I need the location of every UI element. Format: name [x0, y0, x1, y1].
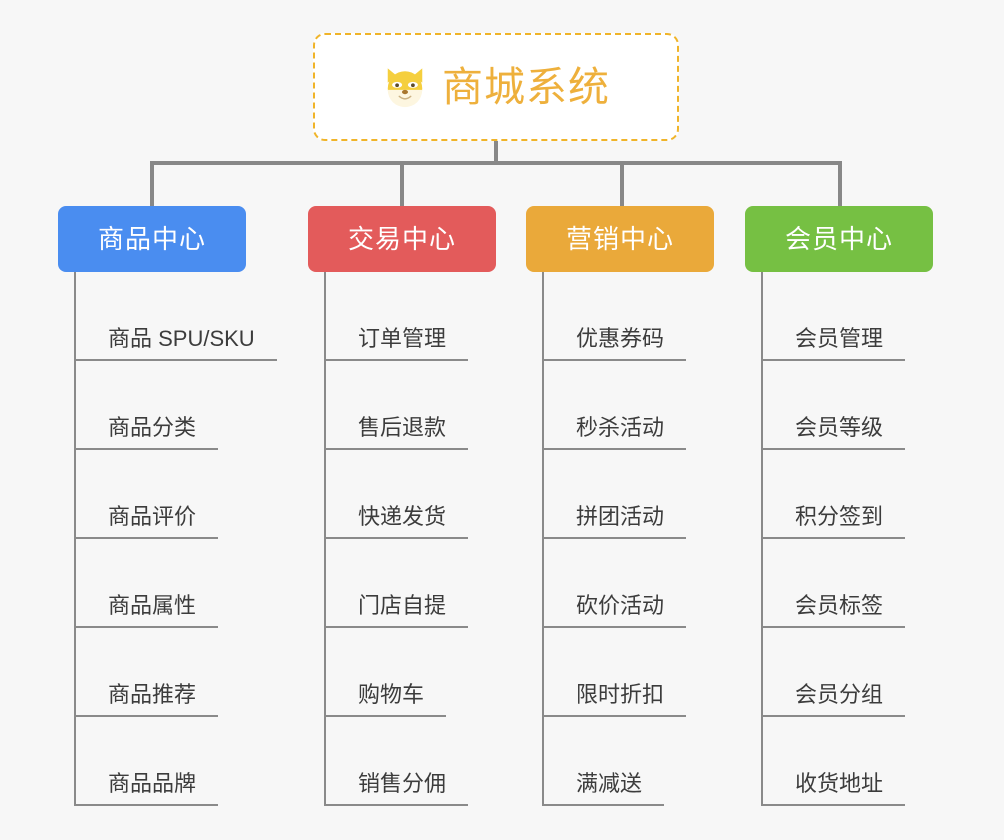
leaf-item[interactable]: 限时折扣: [544, 628, 714, 717]
connector-drop-4: [838, 161, 842, 208]
leaf-label: 商品属性: [76, 595, 219, 628]
category-label-3: 营销中心: [565, 224, 674, 254]
leaf-item[interactable]: 售后退款: [326, 361, 496, 450]
leaf-item[interactable]: 商品 SPU/SKU: [76, 272, 277, 361]
root-title: 商城系统: [442, 63, 610, 110]
leaf-item[interactable]: 砍价活动: [544, 539, 714, 628]
leaf-item[interactable]: 订单管理: [326, 272, 496, 361]
leaf-label: 商品 SPU/SKU: [76, 328, 277, 361]
leaf-list-3: 优惠券码 秒杀活动 拼团活动 砍价活动 限时折扣 满减送: [542, 272, 714, 806]
connector-root-stem: [494, 141, 498, 165]
leaf-label: 砍价活动: [544, 595, 687, 628]
leaf-item[interactable]: 商品推荐: [76, 628, 246, 717]
leaf-list-1: 商品 SPU/SKU 商品分类 商品评价 商品属性 商品推荐 商品品牌: [74, 272, 277, 806]
leaf-label: 秒杀活动: [544, 417, 687, 450]
leaf-label: 会员标签: [763, 595, 906, 628]
leaf-item[interactable]: 优惠券码: [544, 272, 714, 361]
leaf-item[interactable]: 商品分类: [76, 361, 246, 450]
leaf-label: 积分签到: [763, 506, 906, 539]
leaf-item[interactable]: 秒杀活动: [544, 361, 714, 450]
category-box-2[interactable]: 交易中心: [308, 206, 496, 272]
connector-horizontal-bus: [150, 161, 842, 165]
leaf-label: 商品分类: [76, 417, 219, 450]
leaf-label: 购物车: [326, 684, 447, 717]
leaf-list-4: 会员管理 会员等级 积分签到 会员标签 会员分组 收货地址: [761, 272, 933, 806]
leaf-item[interactable]: 商品属性: [76, 539, 246, 628]
category-column-4: 会员中心 会员管理 会员等级 积分签到 会员标签 会员分组 收货地址: [745, 206, 933, 806]
leaf-label: 拼团活动: [544, 506, 687, 539]
leaf-label: 会员分组: [763, 684, 906, 717]
leaf-item[interactable]: 收货地址: [763, 717, 933, 806]
category-label-2: 交易中心: [347, 224, 456, 254]
leaf-label: 商品推荐: [76, 684, 219, 717]
leaf-list-2: 订单管理 售后退款 快递发货 门店自提 购物车 销售分佣: [324, 272, 496, 806]
category-box-3[interactable]: 营销中心: [526, 206, 714, 272]
leaf-item[interactable]: 会员管理: [763, 272, 933, 361]
category-label-1: 商品中心: [97, 224, 206, 254]
leaf-item[interactable]: 积分签到: [763, 450, 933, 539]
leaf-item[interactable]: 会员等级: [763, 361, 933, 450]
connector-drop-1: [150, 161, 154, 208]
category-column-3: 营销中心 优惠券码 秒杀活动 拼团活动 砍价活动 限时折扣 满减送: [526, 206, 714, 806]
category-box-4[interactable]: 会员中心: [745, 206, 933, 272]
leaf-item[interactable]: 拼团活动: [544, 450, 714, 539]
leaf-label: 收货地址: [763, 773, 906, 806]
leaf-label: 订单管理: [326, 328, 469, 361]
leaf-label: 门店自提: [326, 595, 469, 628]
leaf-item[interactable]: 快递发货: [326, 450, 496, 539]
root-node[interactable]: 商城系统: [313, 33, 679, 141]
category-label-4: 会员中心: [784, 224, 893, 254]
leaf-item[interactable]: 商品品牌: [76, 717, 246, 806]
leaf-item[interactable]: 会员分组: [763, 628, 933, 717]
leaf-label: 会员管理: [763, 328, 906, 361]
leaf-item[interactable]: 会员标签: [763, 539, 933, 628]
leaf-item[interactable]: 销售分佣: [326, 717, 496, 806]
leaf-label: 销售分佣: [326, 773, 469, 806]
leaf-label: 商品评价: [76, 506, 219, 539]
category-column-1: 商品中心 商品 SPU/SKU 商品分类 商品评价 商品属性 商品推荐 商品品牌: [58, 206, 277, 806]
leaf-item[interactable]: 购物车: [326, 628, 496, 717]
leaf-label: 会员等级: [763, 417, 906, 450]
leaf-item[interactable]: 满减送: [544, 717, 714, 806]
connector-drop-3: [620, 161, 624, 208]
leaf-label: 快递发货: [326, 506, 469, 539]
leaf-label: 商品品牌: [76, 773, 219, 806]
leaf-label: 限时折扣: [544, 684, 687, 717]
leaf-item[interactable]: 门店自提: [326, 539, 496, 628]
leaf-item[interactable]: 商品评价: [76, 450, 246, 539]
shiba-dog-face-icon: [387, 68, 423, 108]
connector-drop-2: [400, 161, 404, 208]
leaf-label: 满减送: [544, 773, 665, 806]
category-box-1[interactable]: 商品中心: [58, 206, 246, 272]
category-column-2: 交易中心 订单管理 售后退款 快递发货 门店自提 购物车 销售分佣: [308, 206, 496, 806]
leaf-label: 售后退款: [326, 417, 469, 450]
leaf-label: 优惠券码: [544, 328, 687, 361]
